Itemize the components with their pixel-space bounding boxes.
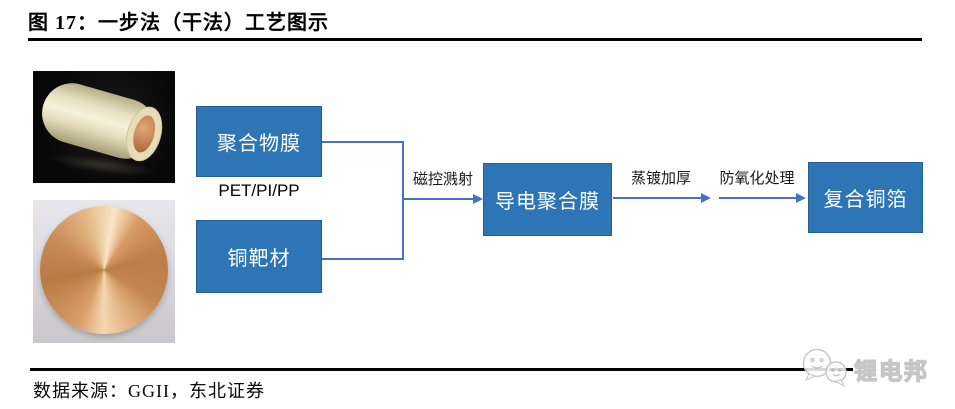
polymer-film-roll-photo — [33, 71, 175, 183]
node-conductive-polymer-film: 导电聚合膜 — [483, 163, 612, 236]
wechat-chat-bubbles-icon — [802, 348, 847, 388]
edge-label-sputtering: 磁控溅射 — [412, 171, 473, 188]
figure-title: 图 17：一步法（干法）工艺图示 — [28, 12, 329, 34]
node-copper-target: 铜靶材 — [196, 220, 322, 293]
node-polymer-film-sublabel: PET/PI/PP — [218, 181, 300, 200]
edge-label-evaporation: 蒸镀加厚 — [630, 170, 691, 187]
copper-disc-shape — [40, 206, 168, 334]
data-source-text: 数据来源：GGII，东北证券 — [33, 381, 265, 401]
node-polymer-film: 聚合物膜 — [196, 106, 322, 177]
film-roll-open-end — [120, 102, 169, 166]
arrow-antioxidation-line — [719, 197, 797, 199]
watermark-text: 锂电邦 — [853, 357, 929, 384]
footer-rule — [30, 368, 853, 371]
connector-from-copper-target — [322, 258, 403, 260]
connector-merge-vertical — [402, 141, 404, 260]
arrow-evaporation-head — [701, 193, 711, 203]
arrow-sputtering-head — [473, 194, 483, 204]
edge-label-antioxidation: 防氧化处理 — [719, 170, 795, 187]
arrow-evaporation-line — [613, 197, 702, 199]
arrow-sputtering-line — [403, 198, 474, 200]
film-roll-copper-core — [129, 112, 160, 155]
copper-target-disc-photo — [33, 200, 175, 343]
node-composite-copper-foil: 复合铜箔 — [808, 162, 923, 233]
title-underline — [28, 38, 922, 41]
connector-from-polymer-film — [322, 141, 403, 143]
arrow-antioxidation-head — [796, 193, 806, 203]
